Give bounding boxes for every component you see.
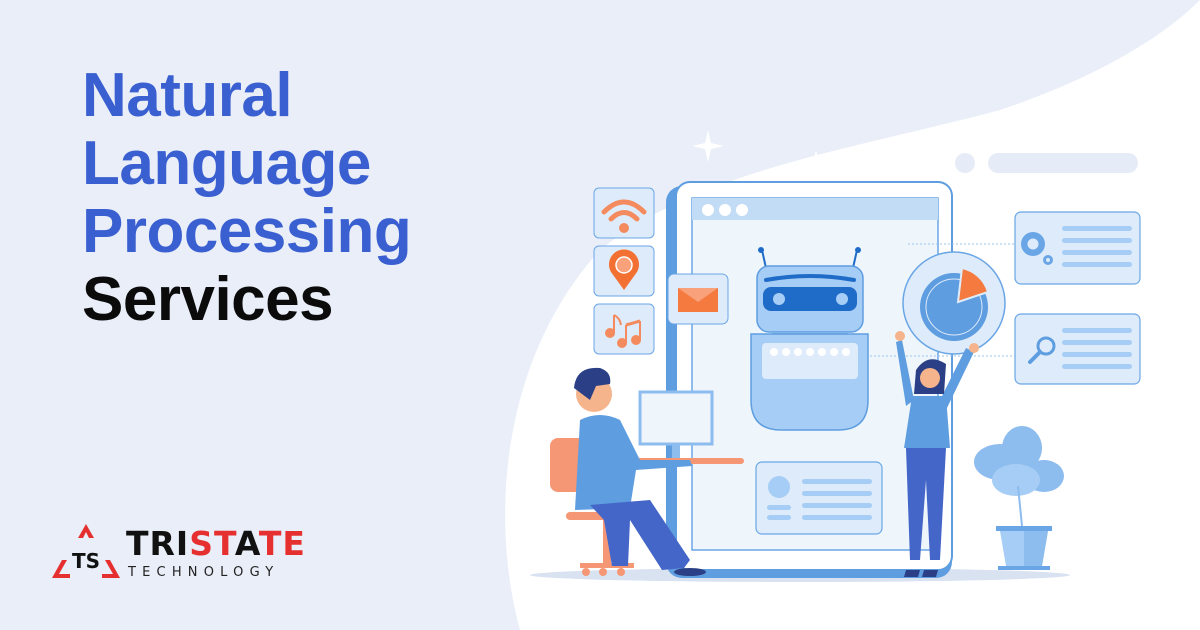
- search-card: [1014, 313, 1141, 385]
- sparkle-icon: [692, 130, 823, 165]
- wifi-tile: [593, 187, 655, 239]
- title-line-natural: Natural: [82, 61, 293, 130]
- tristate-logo-mark-icon: TS: [52, 524, 120, 578]
- magnifier-icon: [1028, 336, 1056, 364]
- title-line-processing: Processing: [82, 197, 412, 266]
- woman-holding-chart: [895, 331, 979, 577]
- music-tile: [593, 303, 655, 355]
- title-line-services: Services: [82, 265, 334, 334]
- robot: [750, 247, 869, 431]
- music-notes-icon: [605, 314, 641, 348]
- settings-card: [1014, 211, 1141, 285]
- envelope-icon: [678, 288, 718, 302]
- svg-text:TS: TS: [72, 549, 100, 573]
- pie-chart-disc: [870, 243, 1020, 357]
- location-tile: [593, 245, 655, 297]
- profile-card: [755, 461, 883, 535]
- title-line-language: Language: [82, 129, 371, 198]
- logo-wordmark: TRISTATE: [126, 524, 306, 563]
- pie-slice-orange: [956, 266, 990, 304]
- gear-icon: [1021, 232, 1053, 265]
- tristate-logo[interactable]: TS TRISTATE TECHNOLOGY: [48, 520, 305, 590]
- potted-plant: [974, 426, 1064, 570]
- logo-tagline: TECHNOLOGY: [128, 565, 280, 580]
- man-at-desk: [550, 367, 744, 576]
- mail-card: [667, 273, 729, 325]
- decor-pill: [955, 153, 1138, 173]
- page-title: Natural Language Processing Services: [82, 61, 412, 334]
- wifi-icon: [601, 199, 647, 222]
